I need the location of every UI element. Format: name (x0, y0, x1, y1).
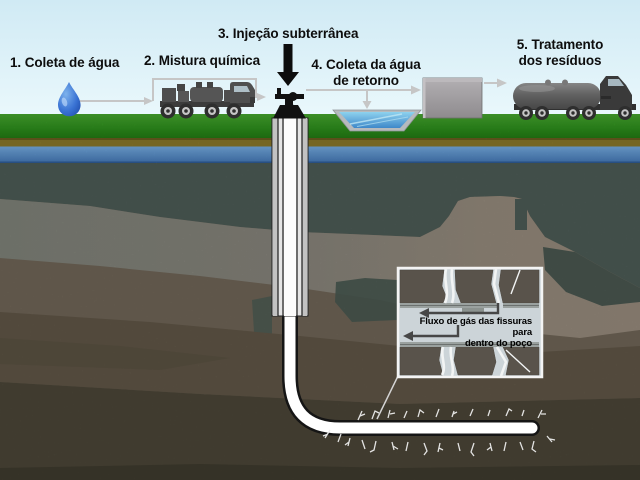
arrow-water-to-truck (80, 97, 153, 105)
flowback-pond (332, 109, 422, 132)
tanker-truck-icon (513, 76, 636, 120)
tanker-wheels (519, 106, 632, 120)
well-pipe (282, 104, 540, 436)
arrow-well-to-tank (306, 85, 421, 95)
connector-truck-to-well (152, 78, 266, 101)
flow-arrows (80, 78, 507, 109)
label-step-2-chemical-mixing: 2. Mistura química (144, 53, 260, 68)
inset-caption: Fluxo de gás das fissuras para dentro do… (419, 316, 533, 350)
truck-wheels (160, 103, 242, 119)
storage-tank (422, 77, 483, 119)
inset-leader-line (376, 375, 399, 420)
well-casing (271, 117, 309, 317)
tanker-window (608, 79, 624, 86)
water-drop-icon (58, 82, 81, 117)
label-step-1-water-collection: 1. Coleta de água (10, 55, 120, 70)
inset-gas-flow-arrows (403, 303, 500, 341)
inset-fissures (440, 268, 531, 377)
arrow-branch-to-pond (362, 90, 372, 109)
mixer-truck-icon (160, 82, 255, 119)
gas-fissures (322, 408, 556, 457)
wellhead-icon (273, 88, 306, 119)
label-step-3-underground-injection: 3. Injeção subterrânea (218, 26, 359, 41)
truck-window (234, 86, 250, 92)
inset-box (396, 266, 544, 379)
label-step-4-flowback-collection: 4. Coleta da água de retorno (311, 57, 421, 88)
inset-bedding (400, 303, 539, 347)
pond-water (339, 112, 415, 128)
label-step-5-waste-treatment: 5. Tratamento dos resíduos (516, 37, 604, 68)
inset-rocks (399, 269, 540, 376)
arrow-tank-to-truck (484, 78, 507, 88)
injection-arrow-icon (277, 44, 299, 86)
